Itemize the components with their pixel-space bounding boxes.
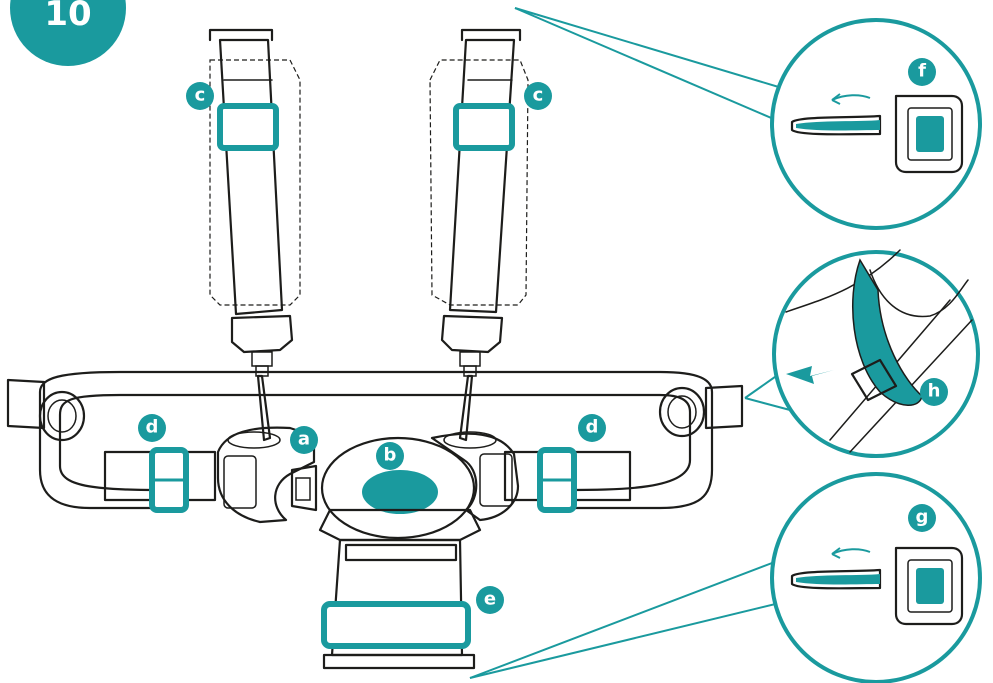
label-g: g (908, 504, 936, 532)
release-button (362, 470, 438, 514)
step-number: 10 (44, 0, 91, 34)
label-c-right: c (524, 82, 552, 110)
label-e: e (476, 586, 504, 614)
step-badge: 10 (10, 0, 126, 66)
label-d-right: d (578, 414, 606, 442)
label-f: f (908, 58, 936, 86)
svg-text:b: b (384, 445, 397, 466)
shoulder-strap-right (429, 28, 529, 442)
adjuster-left (149, 447, 189, 513)
svg-text:h: h (928, 381, 941, 402)
svg-text:a: a (298, 429, 310, 450)
detail-circle-f (770, 18, 982, 230)
svg-text:d: d (146, 417, 159, 438)
central-buckle (216, 426, 520, 540)
detail-circle-g (770, 472, 982, 683)
bold-arrow-icon (786, 366, 834, 384)
svg-text:d: d (586, 417, 599, 438)
svg-text:c: c (195, 85, 206, 106)
svg-text:g: g (916, 507, 929, 528)
svg-text:f: f (918, 61, 926, 82)
crotch-strap-adjuster (321, 601, 471, 649)
adjuster-right (537, 447, 577, 513)
shoulder-strap-left (208, 28, 301, 442)
label-a: a (290, 426, 318, 454)
label-h: h (920, 378, 948, 406)
svg-text:c: c (533, 85, 544, 106)
strap-slider-left (217, 103, 279, 151)
label-c-left: c (186, 82, 214, 110)
callout-lines (469, 7, 793, 679)
label-b: b (376, 442, 404, 470)
strap-slider-right (453, 103, 515, 151)
detail-circle-h (772, 249, 980, 458)
svg-text:e: e (484, 589, 496, 610)
label-d-left: d (138, 414, 166, 442)
